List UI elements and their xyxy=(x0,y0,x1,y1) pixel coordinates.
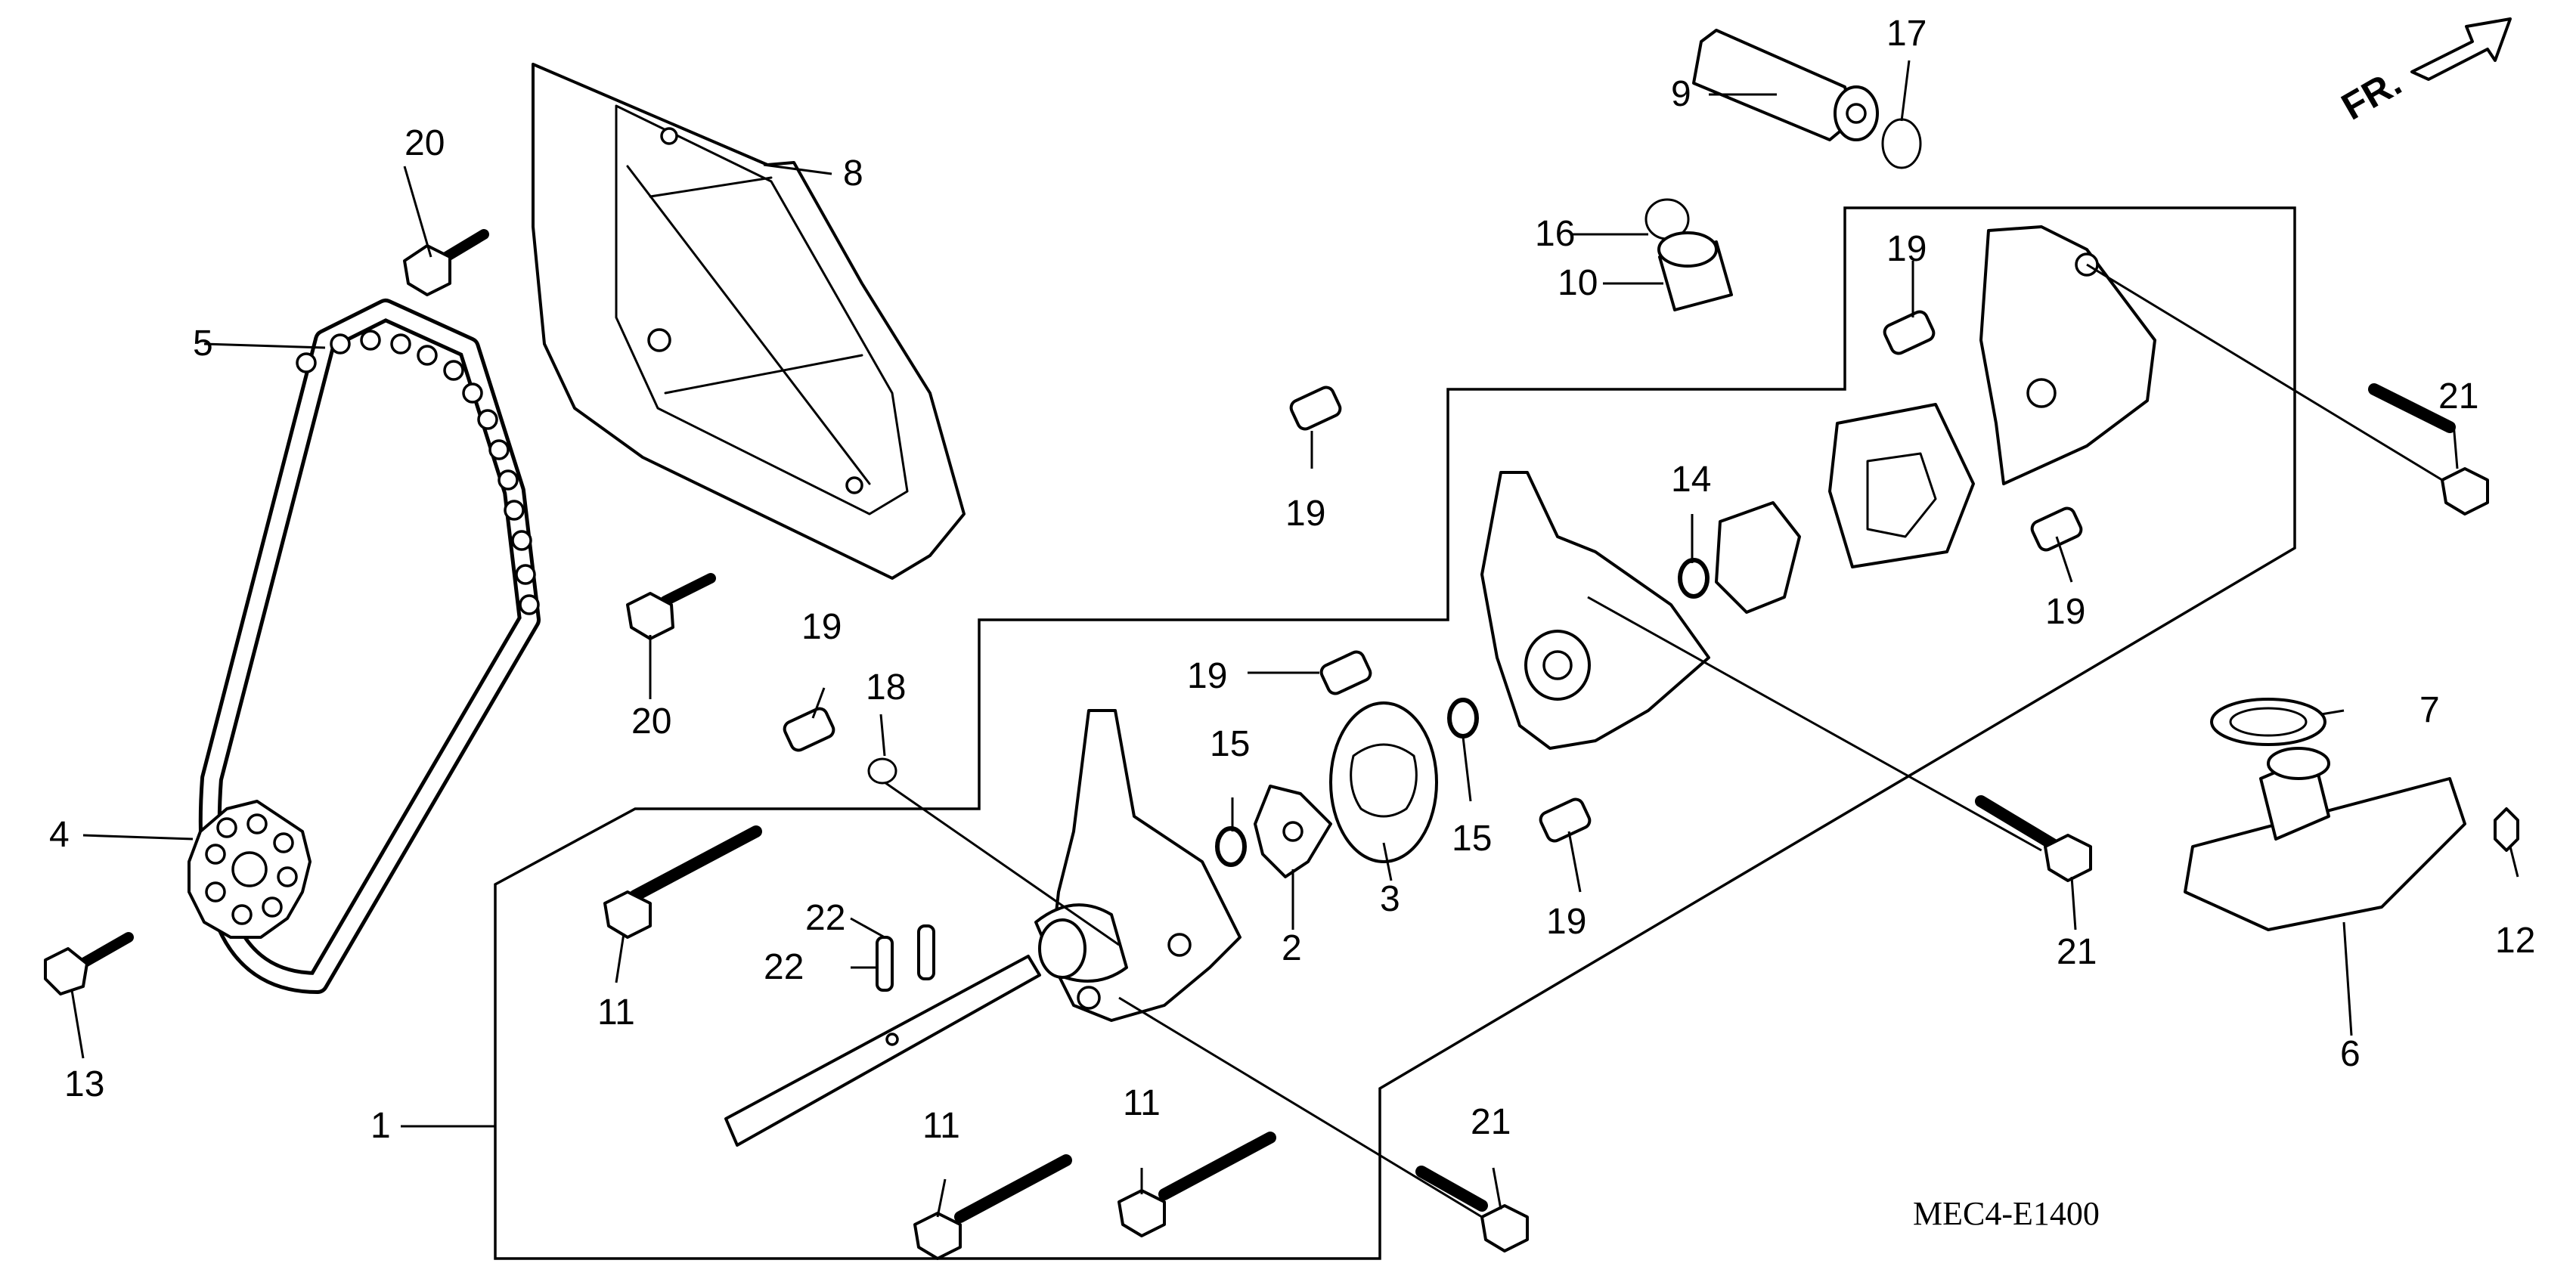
callout-4: 4 xyxy=(49,815,70,855)
outer-rotor-3 xyxy=(1329,701,1438,863)
oil-strainer-6 xyxy=(2184,747,2466,931)
callout-20b: 20 xyxy=(631,701,671,742)
callout-6: 6 xyxy=(2340,1034,2361,1074)
pump-body-rear xyxy=(1979,225,2156,485)
bolt-21-b xyxy=(1975,795,2092,882)
dowel-pin-19-b xyxy=(783,707,835,752)
bolt-12 xyxy=(2494,807,2519,852)
callout-21a: 21 xyxy=(1471,1102,1511,1142)
callout-19e: 19 xyxy=(1886,229,1927,269)
pin-22-a xyxy=(876,936,894,992)
callout-19d: 19 xyxy=(1546,902,1586,942)
front-direction-indicator: FR. xyxy=(2335,17,2512,128)
callout-10: 10 xyxy=(1558,263,1598,303)
callout-15a: 15 xyxy=(1210,724,1250,764)
assembly-outline xyxy=(494,206,2296,1260)
callout-2: 2 xyxy=(1282,928,1302,968)
callout-12: 12 xyxy=(2495,921,2535,961)
chain-guide-plate xyxy=(532,63,966,580)
leader-lines xyxy=(70,60,2519,1218)
callouts: 1 2 3 4 5 6 7 8 9 10 11 11 11 12 13 14 1… xyxy=(49,14,2535,1146)
pump-body-front xyxy=(1034,709,1242,1022)
pump-shaft-9 xyxy=(1692,29,1879,141)
callout-11c: 11 xyxy=(1123,1083,1161,1123)
callout-8: 8 xyxy=(843,153,863,194)
bolt-21-c xyxy=(2368,383,2489,516)
callout-22b: 22 xyxy=(764,947,804,987)
seal-14 xyxy=(1678,558,1710,599)
front-arrow-icon xyxy=(2410,17,2512,81)
outer-rotor-b xyxy=(1828,403,1975,568)
dowel-pin-19-a xyxy=(1289,386,1342,431)
callout-11b: 11 xyxy=(922,1106,960,1146)
dowel-pin-19-d xyxy=(1539,797,1592,843)
callout-21c: 21 xyxy=(2438,376,2478,416)
callout-9: 9 xyxy=(1671,74,1691,114)
o-ring-18 xyxy=(867,757,897,785)
bolt-20-lower xyxy=(626,573,716,640)
direction-label: FR. xyxy=(2335,61,2409,128)
callout-18: 18 xyxy=(866,667,906,708)
callout-21b: 21 xyxy=(2057,932,2097,972)
bolt-11-c xyxy=(1118,1132,1276,1237)
callout-19a: 19 xyxy=(1285,494,1325,534)
callout-7: 7 xyxy=(2419,690,2440,730)
dowel-pin-19-f xyxy=(2030,506,2083,552)
seal-7 xyxy=(2210,698,2326,746)
pump-body-middle xyxy=(1480,471,1710,750)
dowel-pin-19-e xyxy=(1883,310,1936,355)
inner-rotor-2 xyxy=(1254,785,1332,878)
callout-16: 16 xyxy=(1535,214,1575,254)
bolt-11-a xyxy=(603,825,762,939)
callout-19f: 19 xyxy=(2045,592,2085,632)
bolt-20-upper xyxy=(403,229,489,296)
bolt-21-a xyxy=(1415,1166,1529,1252)
callout-1: 1 xyxy=(370,1106,391,1146)
seal-15-b xyxy=(1447,698,1479,738)
callout-5: 5 xyxy=(193,324,213,364)
callout-3: 3 xyxy=(1380,879,1400,919)
main-shaft xyxy=(724,955,1041,1147)
callout-22a: 22 xyxy=(805,898,845,938)
pin-22-b xyxy=(917,924,935,980)
bolt-13 xyxy=(44,932,134,995)
callout-15b: 15 xyxy=(1452,819,1492,859)
circlip-17 xyxy=(1881,118,1922,169)
seal-15-a xyxy=(1215,826,1247,867)
bolt-11-b xyxy=(913,1154,1072,1260)
callout-20a: 20 xyxy=(405,123,445,163)
dowel-pin-19-c xyxy=(1319,650,1372,695)
callout-14: 14 xyxy=(1671,460,1711,500)
sprocket xyxy=(188,800,312,939)
chain-links xyxy=(296,330,540,615)
callout-19c: 19 xyxy=(1187,656,1227,696)
callout-19b: 19 xyxy=(801,607,842,647)
callout-11a: 11 xyxy=(597,992,635,1033)
callout-13: 13 xyxy=(64,1064,104,1104)
diagram-code: MEC4-E1400 xyxy=(1913,1195,2100,1232)
inner-rotor-b xyxy=(1715,501,1801,614)
callout-17: 17 xyxy=(1886,14,1927,54)
collar-10 xyxy=(1657,231,1733,311)
